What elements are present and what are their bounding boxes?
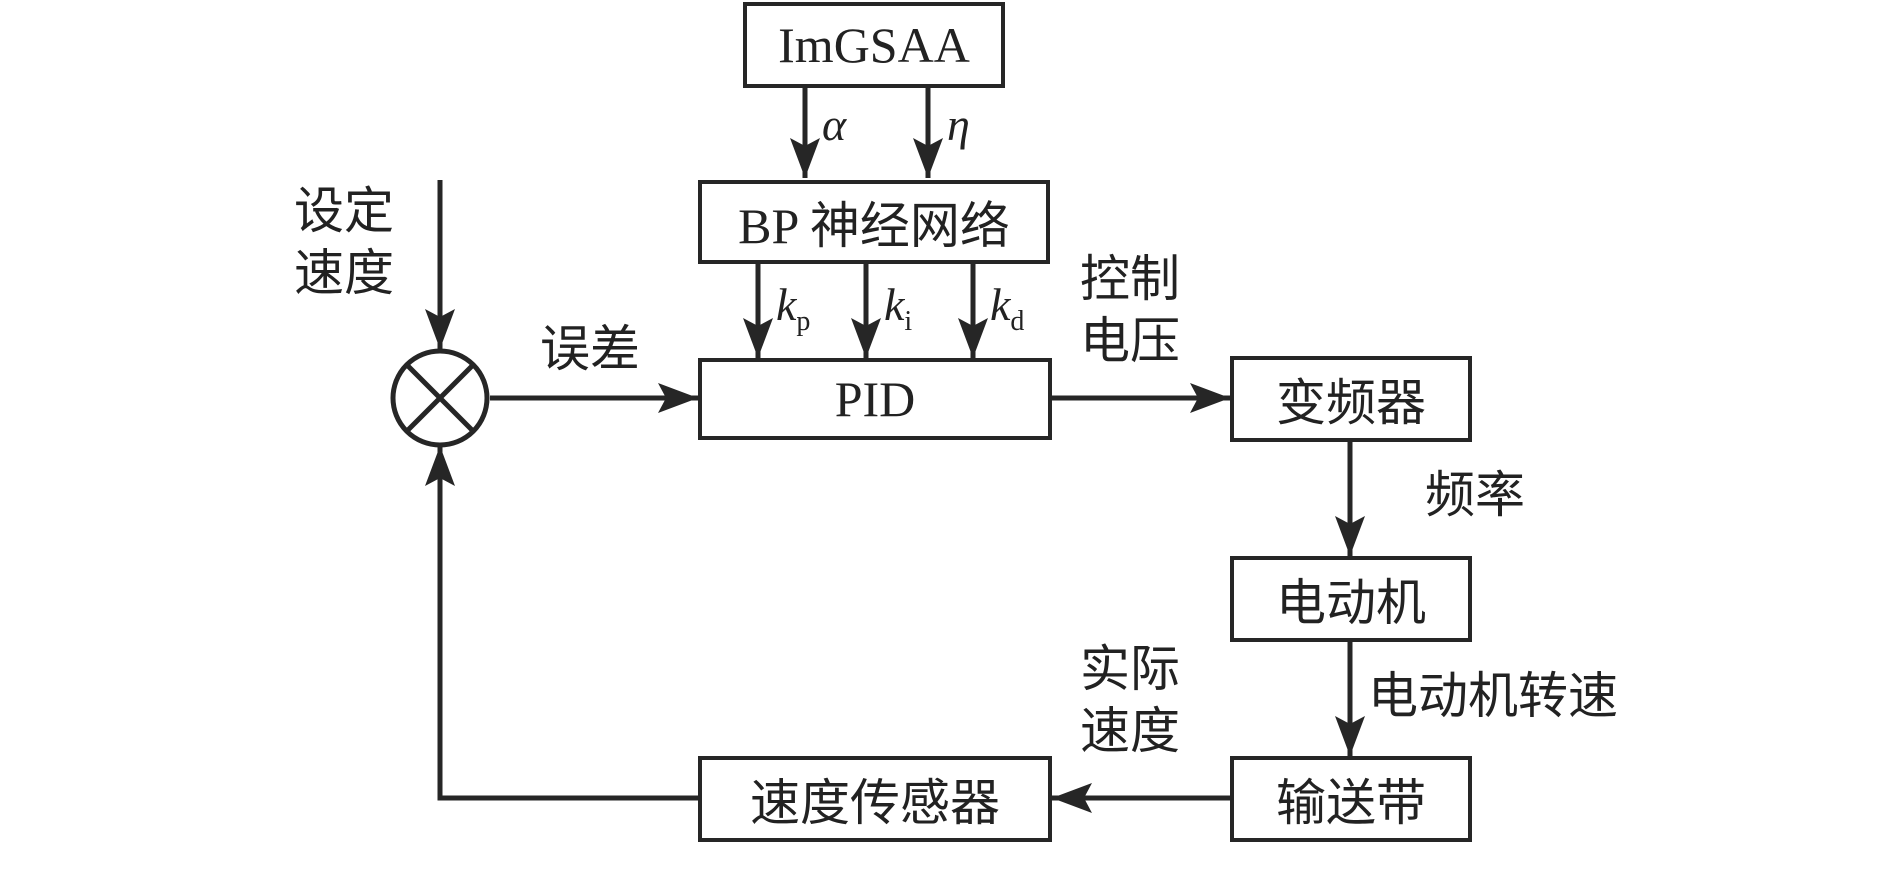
pid-label: PID [834, 371, 916, 427]
imgsaa-block: ImGSAA [743, 2, 1005, 88]
setpoint-speed-label: 设定 速度 [294, 180, 404, 304]
kp-base: k [776, 279, 797, 330]
control-voltage-line1: 控制 [1080, 251, 1180, 307]
bp-neural-network-block: BP 神经网络 [698, 180, 1050, 264]
speed-sensor-block: 速度传感器 [698, 756, 1052, 842]
feedback-line [437, 500, 700, 801]
conveyor-block: 输送带 [1230, 756, 1472, 842]
bp-neural-network-label: BP 神经网络 [738, 198, 1010, 254]
summing-junction-icon [390, 348, 490, 448]
setpoint-line2: 速度 [294, 245, 394, 301]
kd-base: k [990, 279, 1011, 330]
ki-label: ki [884, 278, 912, 338]
actual-speed-label: 实际 速度 [1080, 638, 1190, 762]
inverter-label: 变频器 [1276, 375, 1426, 431]
kp-label: kp [776, 278, 810, 338]
inverter-block: 变频器 [1230, 356, 1472, 442]
actual-speed-line1: 实际 [1080, 641, 1180, 697]
eta-label: η [947, 99, 970, 150]
control-voltage-line2: 电压 [1080, 313, 1180, 369]
error-label: 误差 [540, 321, 640, 377]
ki-base: k [884, 279, 905, 330]
motor-speed-label: 电动机转速 [1368, 668, 1618, 724]
pid-block: PID [698, 358, 1052, 440]
kd-subscript: d [1010, 306, 1025, 337]
ki-subscript: i [904, 306, 913, 337]
speed-sensor-label: 速度传感器 [750, 775, 1000, 831]
control-voltage-label: 控制 电压 [1080, 248, 1190, 372]
conveyor-label: 输送带 [1276, 775, 1426, 831]
kd-label: kd [990, 278, 1024, 338]
alpha-label: α [822, 99, 847, 150]
imgsaa-label: ImGSAA [778, 17, 970, 73]
frequency-label: 频率 [1425, 467, 1525, 523]
motor-label: 电动机 [1276, 575, 1426, 631]
kp-subscript: p [796, 306, 811, 337]
actual-speed-line2: 速度 [1080, 703, 1180, 759]
setpoint-line1: 设定 [294, 183, 394, 239]
motor-block: 电动机 [1230, 556, 1472, 642]
